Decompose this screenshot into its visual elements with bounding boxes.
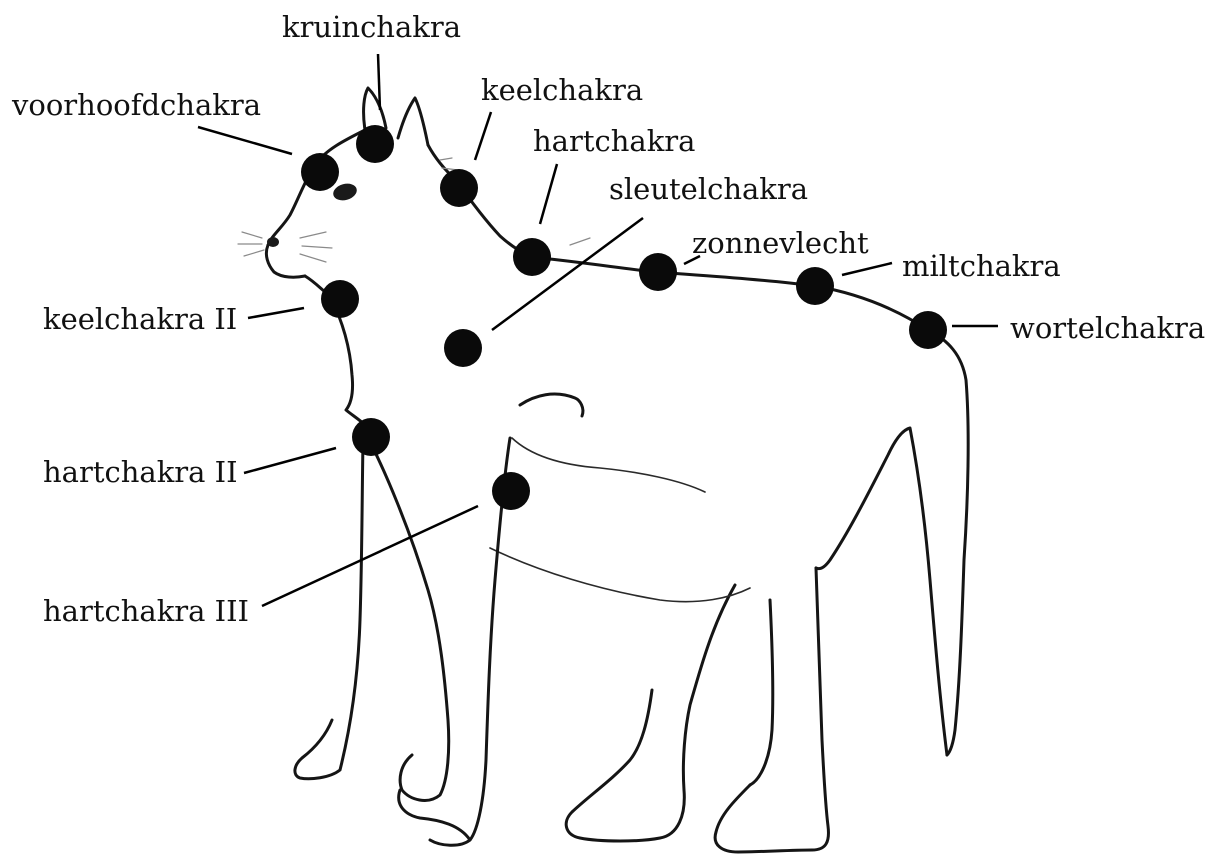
label-keelchakra-ii: keelchakra II — [43, 302, 237, 336]
dot-miltchakra — [796, 267, 834, 305]
dot-hartchakra-iii — [492, 472, 530, 510]
dot-hartchakra — [513, 238, 551, 276]
label-wortelchakra: wortelchakra — [1010, 311, 1205, 345]
leader-miltchakra — [842, 263, 892, 275]
leader-hartchakra-iii — [262, 506, 478, 606]
label-voorhoofdchakra: voorhoofdchakra — [12, 88, 261, 122]
label-keelchakra: keelchakra — [481, 73, 643, 107]
label-kruinchakra: kruinchakra — [282, 10, 461, 44]
label-hartchakra: hartchakra — [533, 124, 695, 158]
dot-sleutelchakra — [444, 329, 482, 367]
label-hartchakra-ii: hartchakra II — [43, 455, 238, 489]
leader-sleutelchakra — [492, 218, 643, 330]
leader-keelchakra — [475, 112, 491, 160]
dot-wortelchakra — [909, 311, 947, 349]
dot-voorhoofdchakra — [301, 153, 339, 191]
dot-kruinchakra — [356, 125, 394, 163]
dot-zonnevlecht — [639, 253, 677, 291]
dot-hartchakra-ii — [352, 418, 390, 456]
label-hartchakra-iii: hartchakra III — [43, 594, 249, 628]
label-miltchakra: miltchakra — [902, 249, 1061, 283]
leader-hartchakra-ii — [244, 448, 336, 473]
dot-keelchakra — [440, 169, 478, 207]
dot-keelchakra-ii — [321, 280, 359, 318]
cat-outline — [238, 88, 968, 852]
leader-voorhoofdchakra — [198, 127, 292, 154]
label-zonnevlecht: zonnevlecht — [692, 226, 869, 260]
label-sleutelchakra: sleutelchakra — [609, 172, 808, 206]
leader-keelchakra-ii — [248, 308, 304, 318]
leader-hartchakra — [540, 164, 557, 224]
